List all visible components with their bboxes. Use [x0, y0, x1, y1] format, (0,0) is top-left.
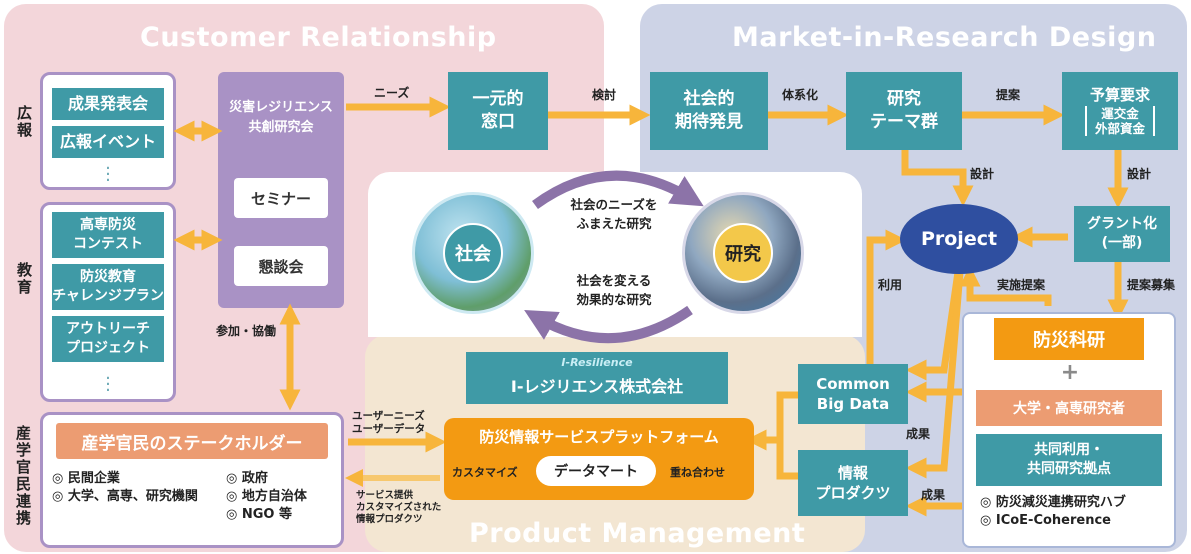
label-results-2: 成果: [921, 488, 946, 502]
stakeholder-ngo: ◎ NGO 等: [226, 507, 292, 522]
caption-needs-based-research: 社会のニーズを ふまえた研究: [570, 197, 658, 231]
budget-title: 予算要求: [1089, 86, 1150, 104]
arrow-project-down2: [905, 271, 964, 479]
stakeholder-local-gov: ◎ 地方自治体: [226, 489, 307, 504]
caption-effective-research: 社会を変える 効果的な研究: [576, 273, 652, 307]
stakeholders-title: 産学官民のステークホルダー: [56, 423, 328, 459]
label-use: 利用: [878, 278, 903, 292]
node-grant: グラント化 (一部): [1074, 206, 1170, 262]
nied-plus: +: [1060, 360, 1080, 385]
platform-title: 防災情報サービスプラットフォーム: [479, 428, 719, 446]
stakeholders-col2: ◎ 政府 ◎ 地方自治体 ◎ NGO 等: [226, 470, 307, 524]
society-circle: [412, 192, 534, 314]
cocreation-title: 災害レジリエンス 共創研究会: [229, 100, 333, 135]
node-research-themes: 研究 テーマ群: [846, 72, 962, 150]
society-label-circle: 社会: [443, 223, 503, 283]
nied-item-icoe: ◎ ICoE-Coherence: [980, 513, 1112, 528]
stakeholder-government: ◎ 政府: [226, 471, 268, 486]
arrow-design-themes: [901, 150, 974, 207]
side-label-collaboration: 産学官民連携: [14, 425, 32, 527]
label-systematize: 体系化: [782, 88, 819, 102]
nied-joint-usage: 共同利用・ 共同研究拠点: [976, 434, 1162, 486]
label-propose: 提案: [996, 88, 1021, 102]
node-common-big-data: Common Big Data: [798, 364, 908, 424]
nied-items: ◎ 防災減災連携研究ハブ ◎ ICoE-Coherence: [980, 494, 1126, 530]
arrow-bigdata-platform: [745, 391, 798, 451]
arrow-research-to-society: [524, 305, 693, 344]
platform-datamart: データマート: [536, 456, 656, 486]
company-name: I-レジリエンス株式会社: [510, 377, 684, 396]
arrow-society-to-research: [532, 170, 704, 210]
label-design-2: 設計: [1127, 167, 1152, 181]
label-user-needs: ユーザーニーズ ユーザーデータ: [352, 410, 426, 436]
label-call-proposals: 提案募集: [1127, 278, 1176, 292]
product-management-title: Product Management: [469, 518, 806, 549]
edu-more-dots: ···: [105, 368, 111, 401]
seminar-box: セミナー: [234, 178, 328, 218]
side-label-education: 教育: [15, 262, 33, 296]
stakeholder-private: ◎ 民間企業: [52, 471, 120, 486]
customer-relationship-title: Customer Relationship: [140, 22, 497, 53]
arrow-use: [866, 229, 907, 370]
side-label-pr: 広報: [15, 105, 33, 139]
market-in-research-title: Market-in-Research Design: [732, 22, 1157, 53]
pr-more-dots: ···: [105, 158, 111, 191]
node-project: Project: [900, 204, 1018, 274]
edu-item-kosen-contest: 高専防災 コンテスト: [52, 212, 164, 258]
arrow-info-platform: [776, 440, 798, 480]
nied-item-hub: ◎ 防災減災連携研究ハブ: [980, 495, 1126, 510]
stakeholder-academia: ◎ 大学、高専、研究機関: [52, 489, 198, 504]
edu-item-outreach: アウトリーチ プロジェクト: [52, 316, 164, 362]
pr-item-pr-event: 広報イベント: [52, 126, 164, 158]
company-box: I-Resilience I-レジリエンス株式会社: [466, 352, 728, 404]
platform-left: カスタマイズ: [452, 466, 518, 479]
node-budget-request: 予算要求 運交金 外部資金: [1062, 72, 1178, 150]
nied-title: 防災科研: [994, 318, 1144, 360]
node-single-window: 一元的 窓口: [448, 72, 548, 150]
research-label-circle: 研究: [713, 223, 773, 283]
arrow-project-down: [905, 271, 962, 381]
arrow-impl-proposal: [959, 265, 1052, 306]
participation-label: 参加・協働: [216, 324, 277, 338]
label-needs: ニーズ: [374, 86, 410, 100]
label-results-1: 成果: [906, 427, 931, 441]
nied-researchers: 大学・高専研究者: [976, 390, 1162, 426]
edu-item-challenge-plan: 防災教育 チャレンジプラン: [52, 264, 164, 310]
label-design-1: 設計: [970, 167, 995, 181]
company-logo: I-Resilience: [561, 356, 633, 369]
platform-right: 重ね合わせ: [670, 466, 725, 479]
stakeholders-col1: ◎ 民間企業 ◎ 大学、高専、研究機関: [52, 470, 198, 506]
discussion-box: 懇談会: [234, 246, 328, 286]
budget-sub: 運交金 外部資金: [1084, 106, 1155, 136]
node-info-products: 情報 プロダクツ: [798, 450, 908, 516]
label-impl-proposal: 実施提案: [997, 278, 1046, 292]
label-review: 検討: [592, 88, 617, 102]
node-social-expectation: 社会的 期待発見: [650, 72, 768, 150]
pr-item-results-presentation: 成果発表会: [52, 88, 164, 120]
label-service: サービス提供 カスタマイズされた 情報プロダクツ: [356, 490, 442, 525]
